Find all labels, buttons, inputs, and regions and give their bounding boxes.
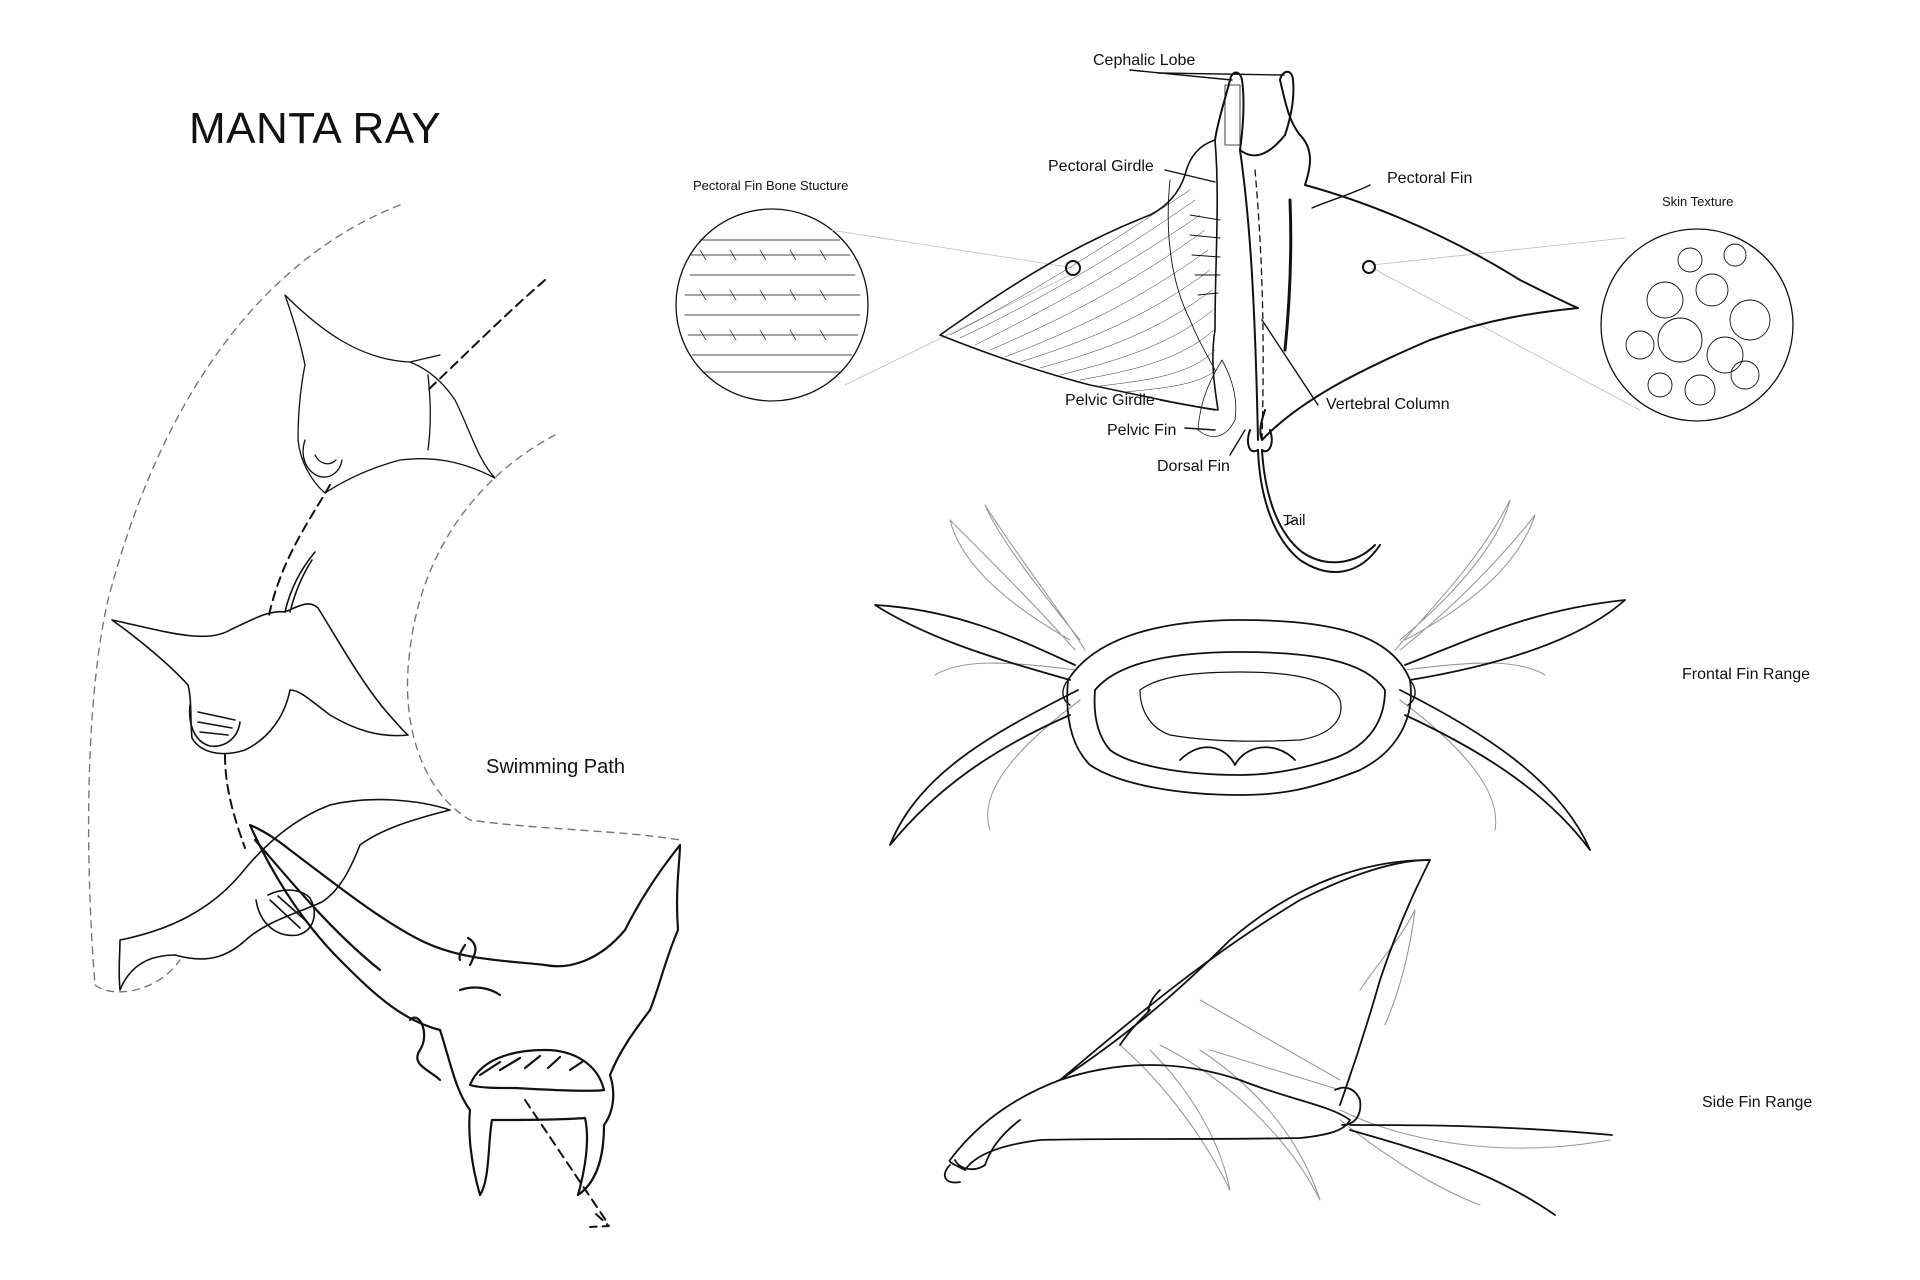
label-pectoral-fin: Pectoral Fin bbox=[1387, 170, 1473, 187]
label-side-fin-range: Side Fin Range bbox=[1702, 1094, 1813, 1111]
label-tail: Tail bbox=[1283, 512, 1306, 529]
pectoral-bone-circle bbox=[675, 208, 869, 402]
label-dorsal-fin: Dorsal Fin bbox=[1157, 458, 1230, 475]
label-frontal-fin-range: Frontal Fin Range bbox=[1682, 666, 1811, 683]
label-pectoral-fin-bone-structure: Pectoral Fin Bone Stucture bbox=[693, 178, 849, 193]
page-title: MANTA RAY bbox=[189, 104, 442, 153]
manta-swim-3-front[interactable] bbox=[248, 823, 682, 1197]
label-skin-texture: Skin Texture bbox=[1662, 194, 1734, 209]
frontal-eye-decor bbox=[1062, 679, 1416, 706]
manta-anatomy-body[interactable] bbox=[939, 70, 1579, 573]
label-cephalic-lobe: Cephalic Lobe bbox=[1093, 52, 1196, 69]
label-pelvic-girdle: Pelvic Girdle bbox=[1065, 392, 1155, 409]
magnifier-guide-lines bbox=[829, 229, 1641, 411]
anatomy-leader-lines bbox=[1129, 69, 1371, 526]
frontal-fin-range-drawing[interactable] bbox=[874, 499, 1626, 851]
label-pelvic-fin: Pelvic Fin bbox=[1107, 422, 1177, 439]
manta-swim-1 bbox=[284, 294, 496, 494]
swimming-path-dashed-outline bbox=[87, 204, 681, 993]
label-pectoral-girdle: Pectoral Girdle bbox=[1048, 158, 1154, 175]
label-swimming-path: Swimming Path bbox=[486, 756, 625, 778]
label-vertebral-column: Vertebral Column bbox=[1326, 396, 1450, 413]
side-fin-range-drawing[interactable] bbox=[943, 859, 1613, 1216]
manta-swim-2 bbox=[111, 551, 409, 755]
skin-texture-circle bbox=[1600, 228, 1794, 422]
swimming-trajectory-dashed bbox=[224, 279, 610, 1228]
manta-swim-3-back bbox=[118, 798, 451, 991]
